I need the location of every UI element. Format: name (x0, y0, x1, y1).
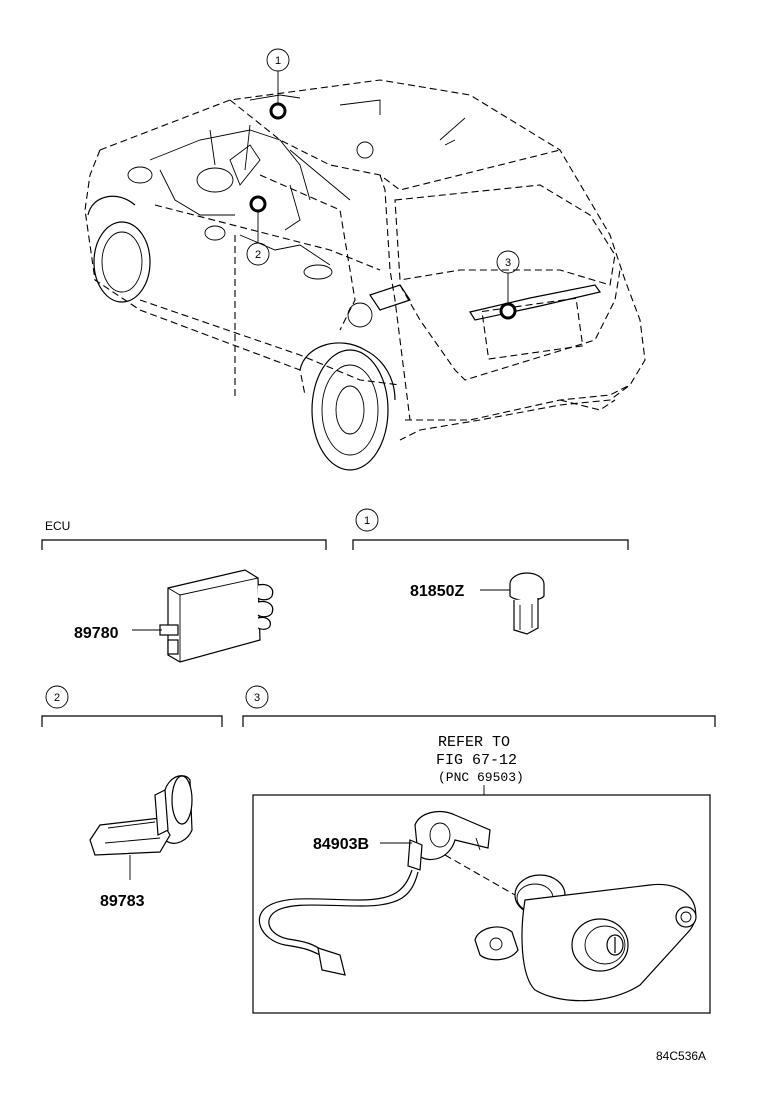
section-1: 1 81850Z (352, 508, 629, 635)
callout-2-number: 2 (255, 249, 261, 261)
antenna-part-81850z (509, 572, 545, 635)
part-number-89783: 89783 (100, 893, 145, 910)
callout-2-car: 2 (246, 195, 270, 266)
sensor-part-89783 (89, 775, 193, 856)
section-1-number: 1 (364, 515, 370, 527)
callout-3-number: 3 (505, 257, 511, 269)
refer-to-line1: REFER TO (438, 734, 510, 751)
refer-to-line2: FIG 67-12 (436, 752, 517, 769)
detail-box (252, 794, 711, 1014)
switch-part-84903b (258, 811, 491, 976)
callout-1-car: 1 (266, 48, 290, 120)
figure-code: 84C536A (656, 1049, 706, 1063)
section-3: 3 REFER TO FIG 67-12 (PNC 69503) 84903B (242, 685, 716, 1014)
ecu-module (159, 569, 274, 663)
part-number-89780: 89780 (74, 625, 119, 642)
ecu-section: ECU 89780 (41, 519, 327, 663)
lock-cylinder (474, 874, 697, 1002)
callout-1-number: 1 (275, 55, 281, 67)
section-2: 2 89783 (41, 685, 223, 910)
car-illustration (84, 79, 646, 471)
ecu-section-title: ECU (45, 519, 70, 533)
section-2-number: 2 (54, 692, 60, 704)
refer-to-line3: (PNC 69503) (438, 770, 524, 785)
callout-3-car: 3 (496, 250, 520, 320)
part-number-81850z: 81850Z (410, 583, 464, 600)
section-3-number: 3 (254, 692, 260, 704)
part-number-84903b: 84903B (313, 836, 369, 853)
